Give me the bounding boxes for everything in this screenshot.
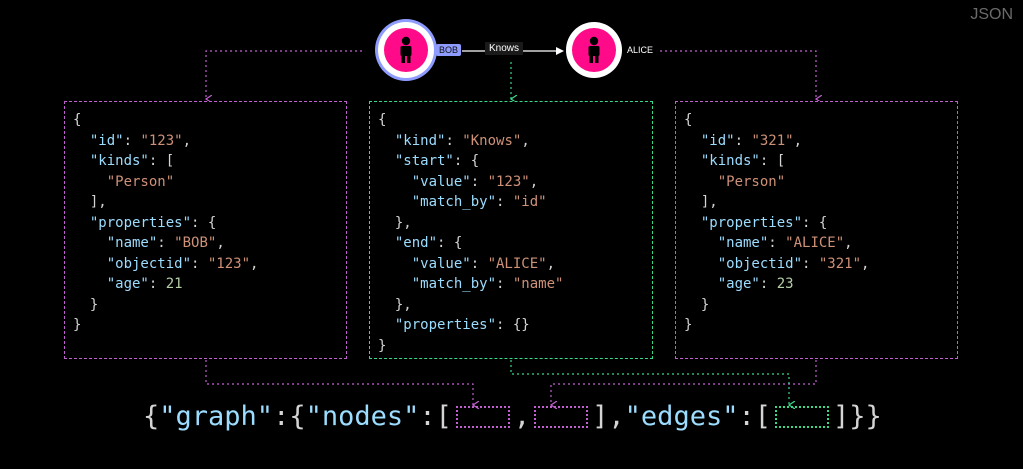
- alice-id-value: "321": [751, 132, 794, 149]
- bob-id-value: "123": [140, 132, 183, 149]
- bob-age-value: 21: [165, 276, 183, 292]
- bob-panel-to-slot-line: [205, 360, 473, 405]
- edge-kind-value: "Knows": [462, 132, 522, 149]
- edges-key: "edges": [624, 401, 739, 432]
- bob-kind-value: "Person": [106, 173, 175, 190]
- bob-to-panel-line: [206, 50, 362, 99]
- alice-panel-to-slot-line: [551, 360, 817, 405]
- alice-json-panel: { "id": "321", "kinds": [ "Person" ], "p…: [675, 101, 958, 359]
- bob-json-panel: { "id": "123", "kinds": [ "Person" ], "p…: [64, 101, 347, 359]
- graph-key: "graph": [159, 401, 274, 432]
- node-slot-1: [455, 406, 510, 428]
- alice-age-value: 23: [776, 276, 794, 292]
- edge-label[interactable]: Knows: [485, 42, 524, 55]
- node-slot-2: [534, 406, 589, 428]
- alice-kind-value: "Person": [717, 173, 786, 190]
- alice-objectid-value: "321": [818, 255, 862, 272]
- person-icon: [400, 36, 412, 63]
- edge-panel-to-slot-line: [510, 360, 789, 405]
- person-icon: [588, 36, 600, 63]
- bob-node-caption: BOB: [436, 44, 462, 56]
- edge-slot: [774, 406, 829, 428]
- edge-properties-value: {}: [512, 317, 530, 333]
- edge-json-panel: { "kind": "Knows", "start": { "value": "…: [369, 101, 653, 359]
- graph-formula: {"graph":{"nodes":[,],"edges":[]}}: [143, 401, 882, 432]
- edge-start-match-by: "id": [512, 194, 547, 210]
- nodes-key: "nodes": [305, 401, 420, 432]
- edge-end-value: "ALICE": [487, 255, 547, 272]
- bob-name-value: "BOB": [174, 235, 217, 251]
- alice-node[interactable]: [566, 22, 622, 78]
- alice-name-value: "ALICE": [785, 235, 845, 251]
- edge-end-match-by: "name": [512, 276, 564, 292]
- alice-to-panel-line: [660, 50, 816, 99]
- edge-start-value: "123": [487, 173, 530, 190]
- bob-objectid-value: "123": [207, 255, 251, 272]
- alice-node-caption: ALICE: [627, 45, 654, 55]
- corner-label: JSON: [970, 6, 1013, 23]
- bob-node[interactable]: [378, 22, 434, 78]
